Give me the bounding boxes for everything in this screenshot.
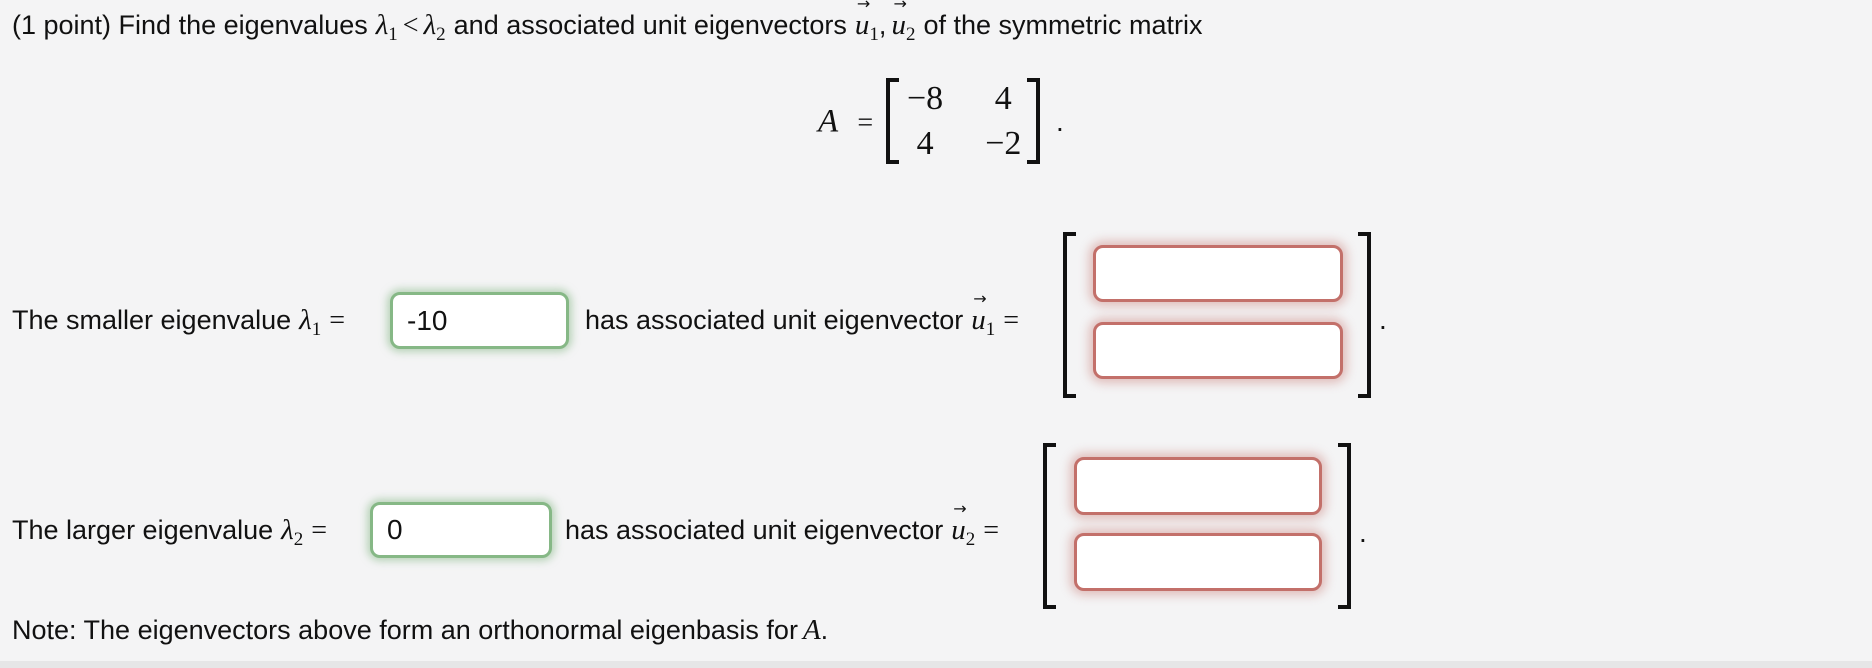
eigenvector2-right-bracket (1338, 443, 1351, 609)
eigenvalue2-equals: = (311, 515, 328, 546)
vector-arrow-icon: → (953, 499, 967, 518)
note-matrix-name: A (802, 614, 821, 646)
matrix-cell-1-0: 4 (916, 125, 934, 162)
eigenvector2-left-bracket (1043, 443, 1056, 609)
eigenvector2-equals: = (983, 515, 1000, 546)
matrix-cell-0-1: 4 (994, 80, 1012, 117)
u1-component-1-input[interactable] (1093, 245, 1343, 302)
note-text: Note: The eigenvectors above form an ort… (12, 615, 798, 645)
eigenvalue2-mid: has associated unit eigenvector →u2 = (565, 499, 1000, 550)
problem-statement-prefix: (1 point) Find the eigenvalues (12, 10, 368, 40)
eigenvector2-answer: . (1043, 443, 1373, 613)
matrix-name: A (818, 103, 839, 140)
problem-statement-suffix: of the symmetric matrix (923, 10, 1203, 40)
eigenvalue1-equals: = (329, 305, 346, 336)
matrix-cell-1-1: −2 (985, 125, 1022, 162)
u2-component-2-input[interactable] (1074, 533, 1322, 591)
matrix-cell-0-0: −8 (907, 80, 944, 117)
u2-component-1-input[interactable] (1074, 457, 1322, 515)
u1-vector-symbol: →u1 (855, 0, 879, 44)
vector-arrow-icon: → (856, 0, 871, 13)
matrix-cells: −8 4 4 −2 (901, 78, 1027, 164)
eigenvalue1-mid-text: has associated unit eigenvector (585, 305, 964, 335)
note: Note: The eigenvectors above form an ort… (12, 613, 828, 647)
u2-vector-symbol: →u2 (951, 499, 976, 550)
less-than-sign: < (402, 10, 419, 41)
problem-statement-mid: and associated unit eigenvectors (453, 10, 847, 40)
lambda2-input[interactable] (370, 502, 552, 558)
lambda1-input[interactable] (390, 292, 569, 349)
eigenvector2-period: . (1359, 517, 1367, 548)
page-bottom-strip (0, 661, 1872, 668)
lambda2-symbol: λ2 (423, 9, 446, 45)
eigenvalue2-label-text: The larger eigenvalue (12, 515, 274, 545)
note-period: . (820, 615, 829, 645)
eigenvector1-left-bracket (1063, 232, 1076, 398)
matrix-right-bracket (1027, 78, 1040, 164)
comma: , (878, 10, 887, 40)
u2-vector-symbol: →u2 (891, 0, 915, 44)
lambda2-symbol: λ2 (281, 514, 304, 550)
eigenvector1-equals: = (1003, 305, 1020, 336)
matrix-equals: = (857, 107, 874, 139)
lambda1-symbol: λ1 (299, 304, 322, 340)
eigenvector1-period: . (1379, 304, 1387, 335)
u1-component-2-input[interactable] (1093, 322, 1343, 379)
eigenvalue2-mid-text: has associated unit eigenvector (565, 515, 944, 545)
vector-arrow-icon: → (973, 289, 987, 308)
lambda1-symbol: λ1 (375, 9, 398, 45)
matrix-lhs: A = (818, 102, 873, 141)
matrix-left-bracket (886, 78, 899, 164)
eigenvalue1-label-text: The smaller eigenvalue (12, 305, 292, 335)
eigenvalue1-mid: has associated unit eigenvector →u1 = (585, 289, 1020, 340)
matrix-period: . (1056, 106, 1064, 137)
vector-arrow-icon: → (893, 0, 907, 13)
eigenvector1-answer: . (1063, 232, 1393, 402)
u1-vector-symbol: →u1 (971, 289, 996, 340)
eigenvector1-right-bracket (1358, 232, 1371, 398)
